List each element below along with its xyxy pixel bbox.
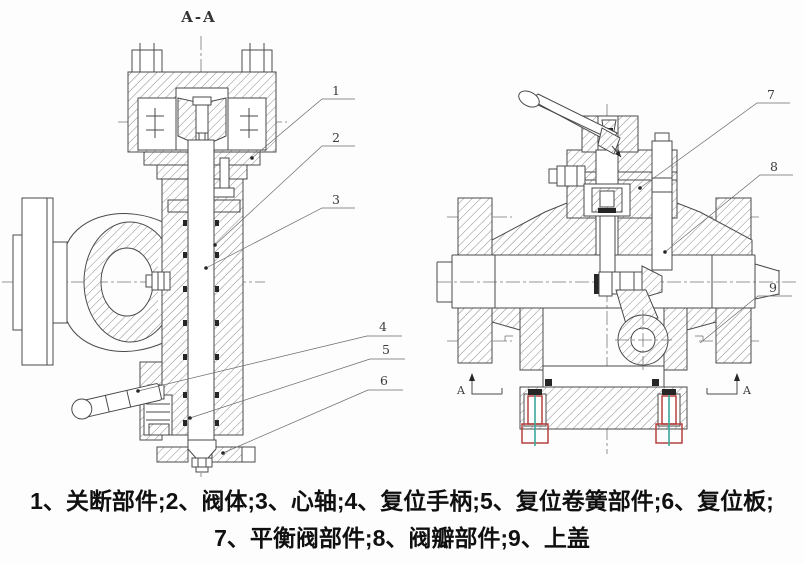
bonnet-assembly	[548, 115, 678, 271]
callout-8: 8	[770, 159, 778, 174]
lever-knob	[518, 90, 540, 108]
reset-plate	[156, 439, 256, 473]
section-view-title: A-A	[180, 8, 217, 26]
callouts: 1 2 3 4 5 6 7 8 9	[136, 83, 793, 455]
bottom-cover-assembly	[504, 307, 704, 446]
callout-4: 4	[379, 319, 387, 334]
top-bolts	[131, 43, 273, 73]
pipe-flanges	[457, 197, 753, 364]
section-marker-a-left: A	[456, 384, 466, 397]
callout-6: 6	[380, 373, 388, 388]
callout-2: 2	[332, 130, 340, 145]
callout-7: 7	[767, 87, 775, 102]
legend-line-1: 1、关断部件;2、阀体;3、心轴;4、复位手柄;5、复位卷簧部件;6、复位板;	[30, 488, 774, 514]
disc-assembly	[594, 215, 672, 372]
valve-section-drawing: A-A	[2, 8, 796, 477]
spindle-column	[145, 139, 244, 441]
parts-legend: 1、关断部件;2、阀体;3、心轴;4、复位手柄;5、复位卷簧部件;6、复位板; …	[0, 483, 804, 557]
callout-5: 5	[382, 342, 390, 357]
right-view-front-section: A A	[436, 90, 796, 454]
balance-valve	[591, 187, 623, 213]
seal-rings	[183, 220, 219, 426]
callout-9: 9	[769, 280, 777, 295]
left-view-section-aa: A-A	[2, 8, 287, 477]
stud-bolt	[651, 140, 673, 271]
legend-line-2: 7、平衡阀部件;8、阀瓣部件;9、上盖	[214, 525, 590, 551]
left-flange	[12, 197, 68, 366]
bottom-bolt-left	[521, 389, 549, 446]
reset-handle	[71, 383, 162, 420]
section-marker-a-right: A	[742, 384, 752, 397]
side-bolt-head	[145, 274, 153, 288]
lever-handle	[518, 90, 622, 158]
callout-3: 3	[332, 192, 340, 207]
section-cut-markers: A A	[456, 373, 752, 397]
bottom-bolt-right	[655, 389, 683, 446]
callout-1: 1	[332, 83, 340, 98]
